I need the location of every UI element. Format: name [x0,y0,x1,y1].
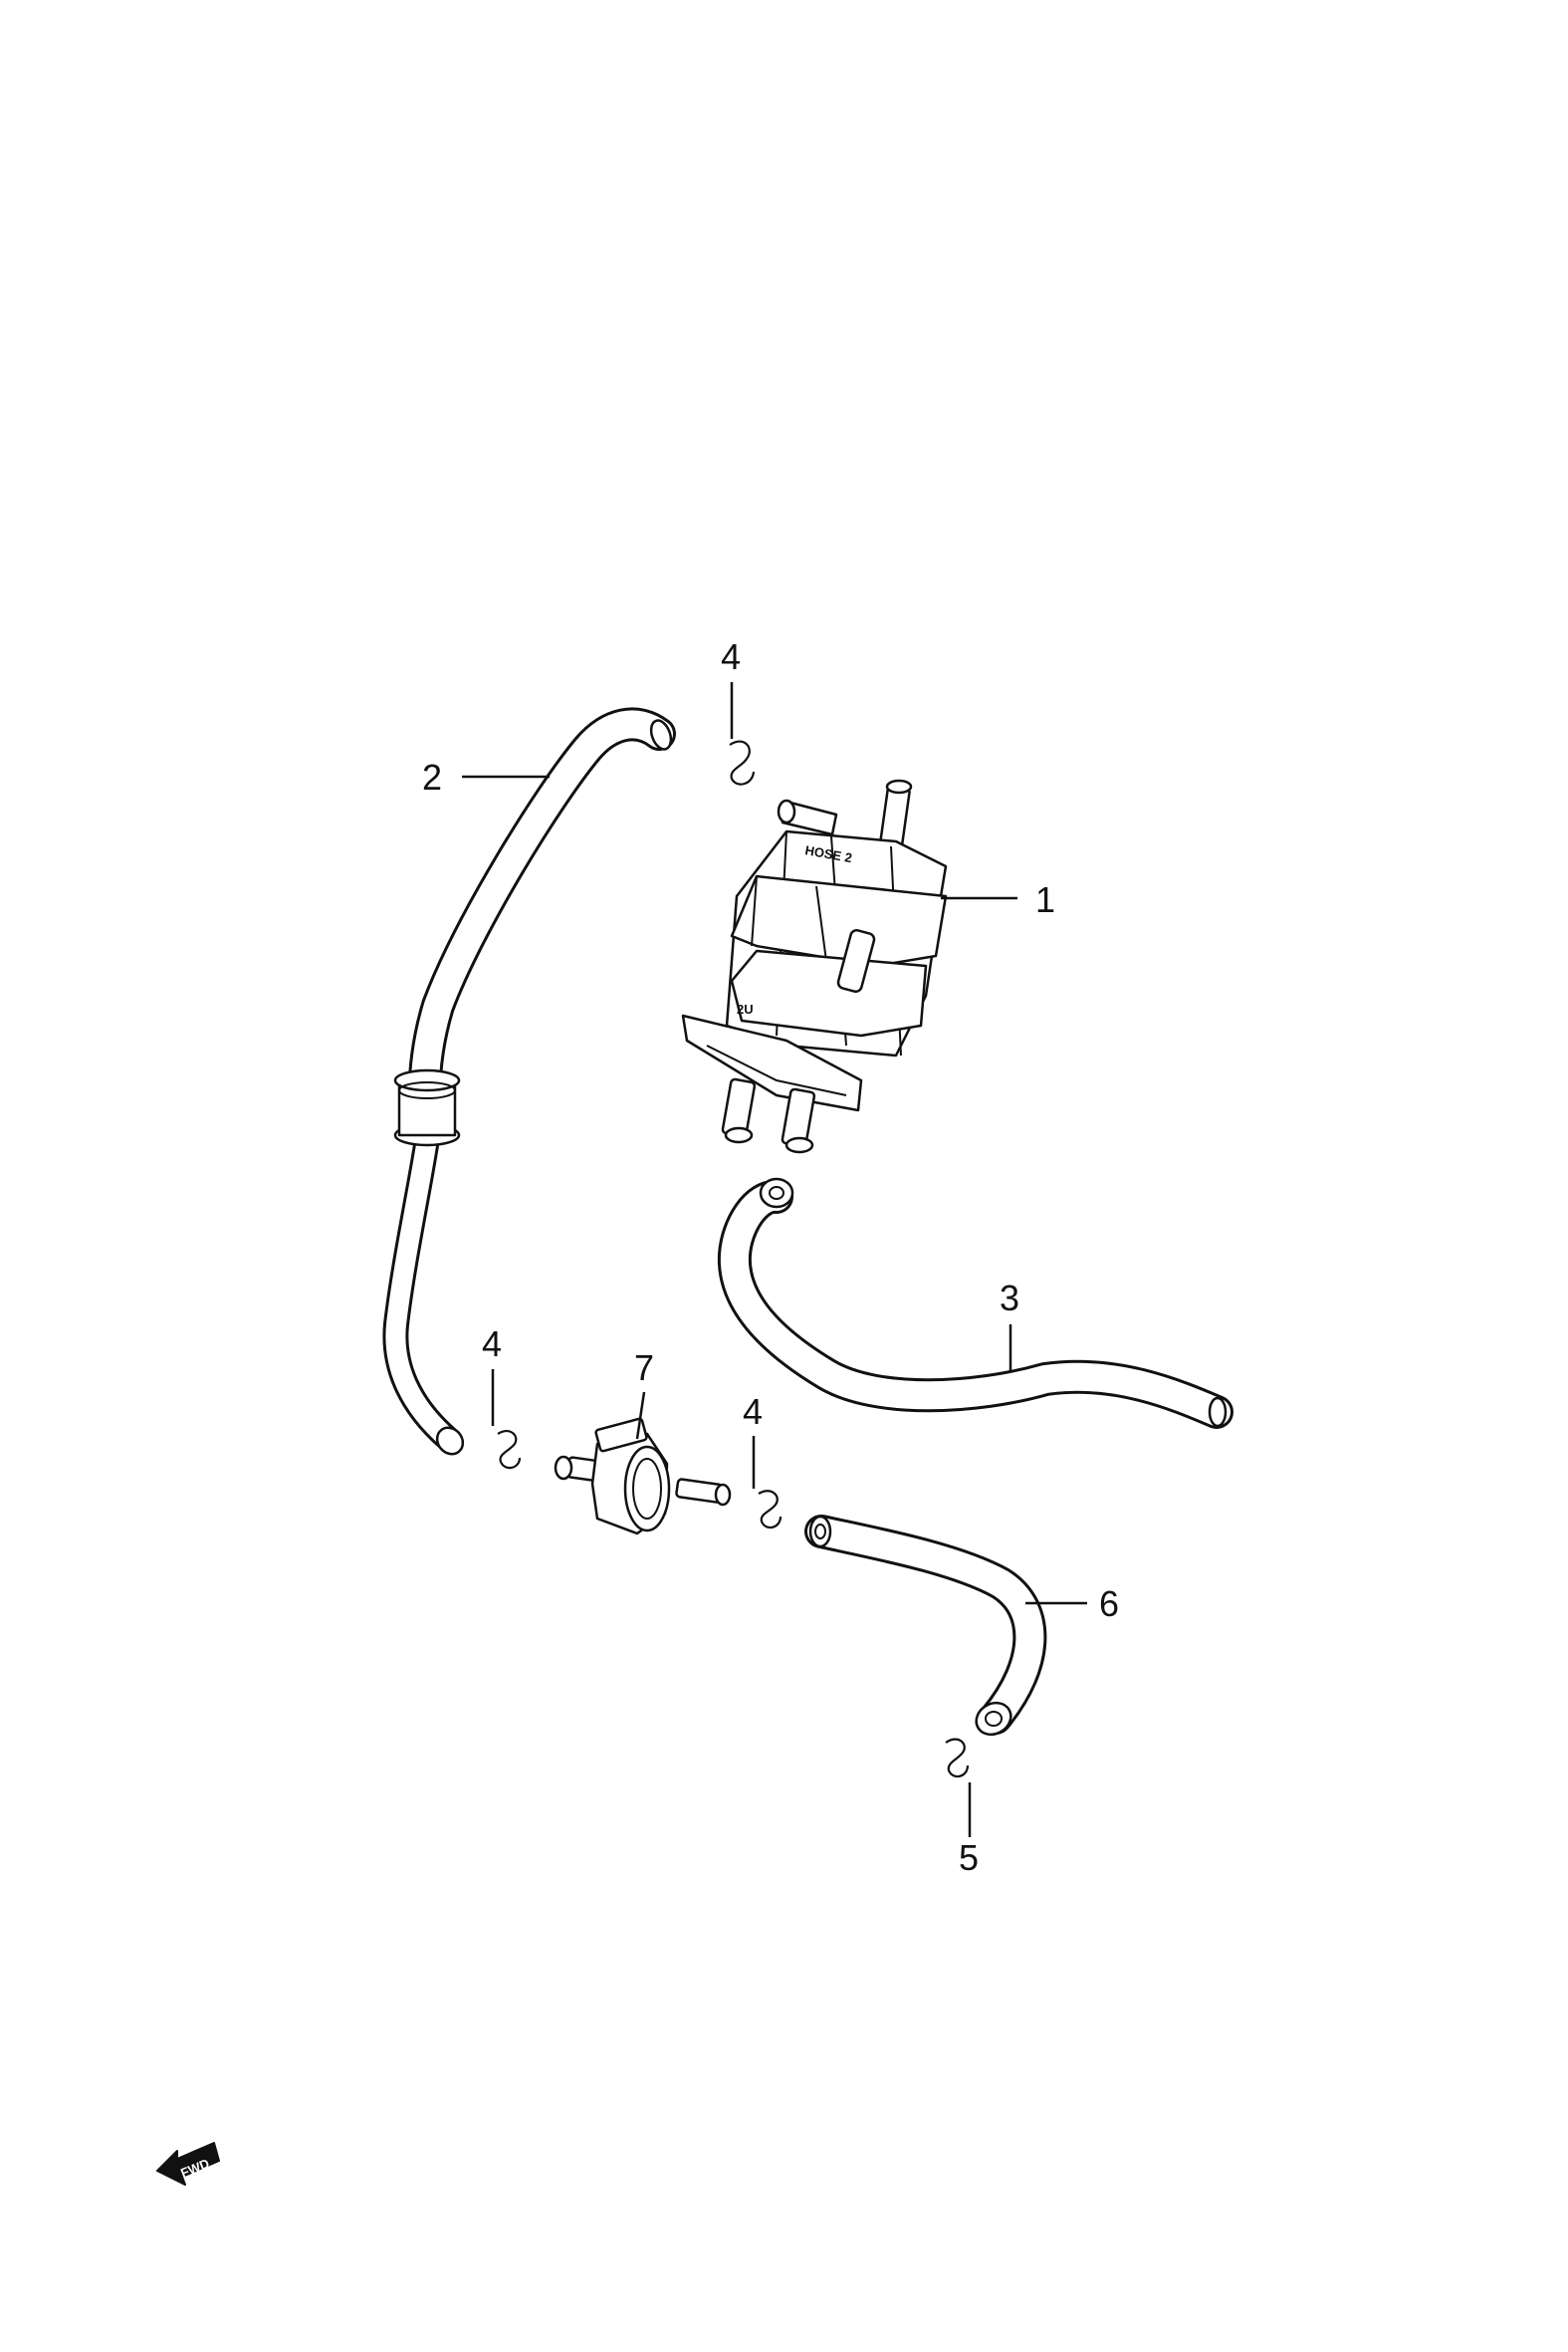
callout-1: 1 [1035,879,1055,920]
clamp-5 [945,1738,970,1778]
clamp-4-top [729,740,756,786]
callout-4-top: 4 [721,636,741,677]
callout-5: 5 [959,1837,979,1878]
clamp-4-right [758,1490,783,1529]
callout-4-right: 4 [743,1391,763,1432]
canister-side-mark: 2U [737,1002,754,1017]
hose-3 [717,1177,1233,1429]
callout-3: 3 [1000,1278,1019,1318]
fwd-arrow-icon: FWD [156,2142,220,2186]
hose-grommet [393,1068,461,1147]
hose-2 [382,707,676,1456]
hose-6 [804,1515,1047,1737]
leader-7 [635,1391,646,1440]
callout-2: 2 [422,757,442,798]
callout-4-left: 4 [482,1323,502,1364]
callout-6: 6 [1099,1583,1119,1624]
canister-1: HOSE 2 2U [681,779,948,1154]
check-valve-7 [554,1417,732,1535]
clamp-4-left [497,1429,522,1470]
callout-7: 7 [634,1347,654,1388]
